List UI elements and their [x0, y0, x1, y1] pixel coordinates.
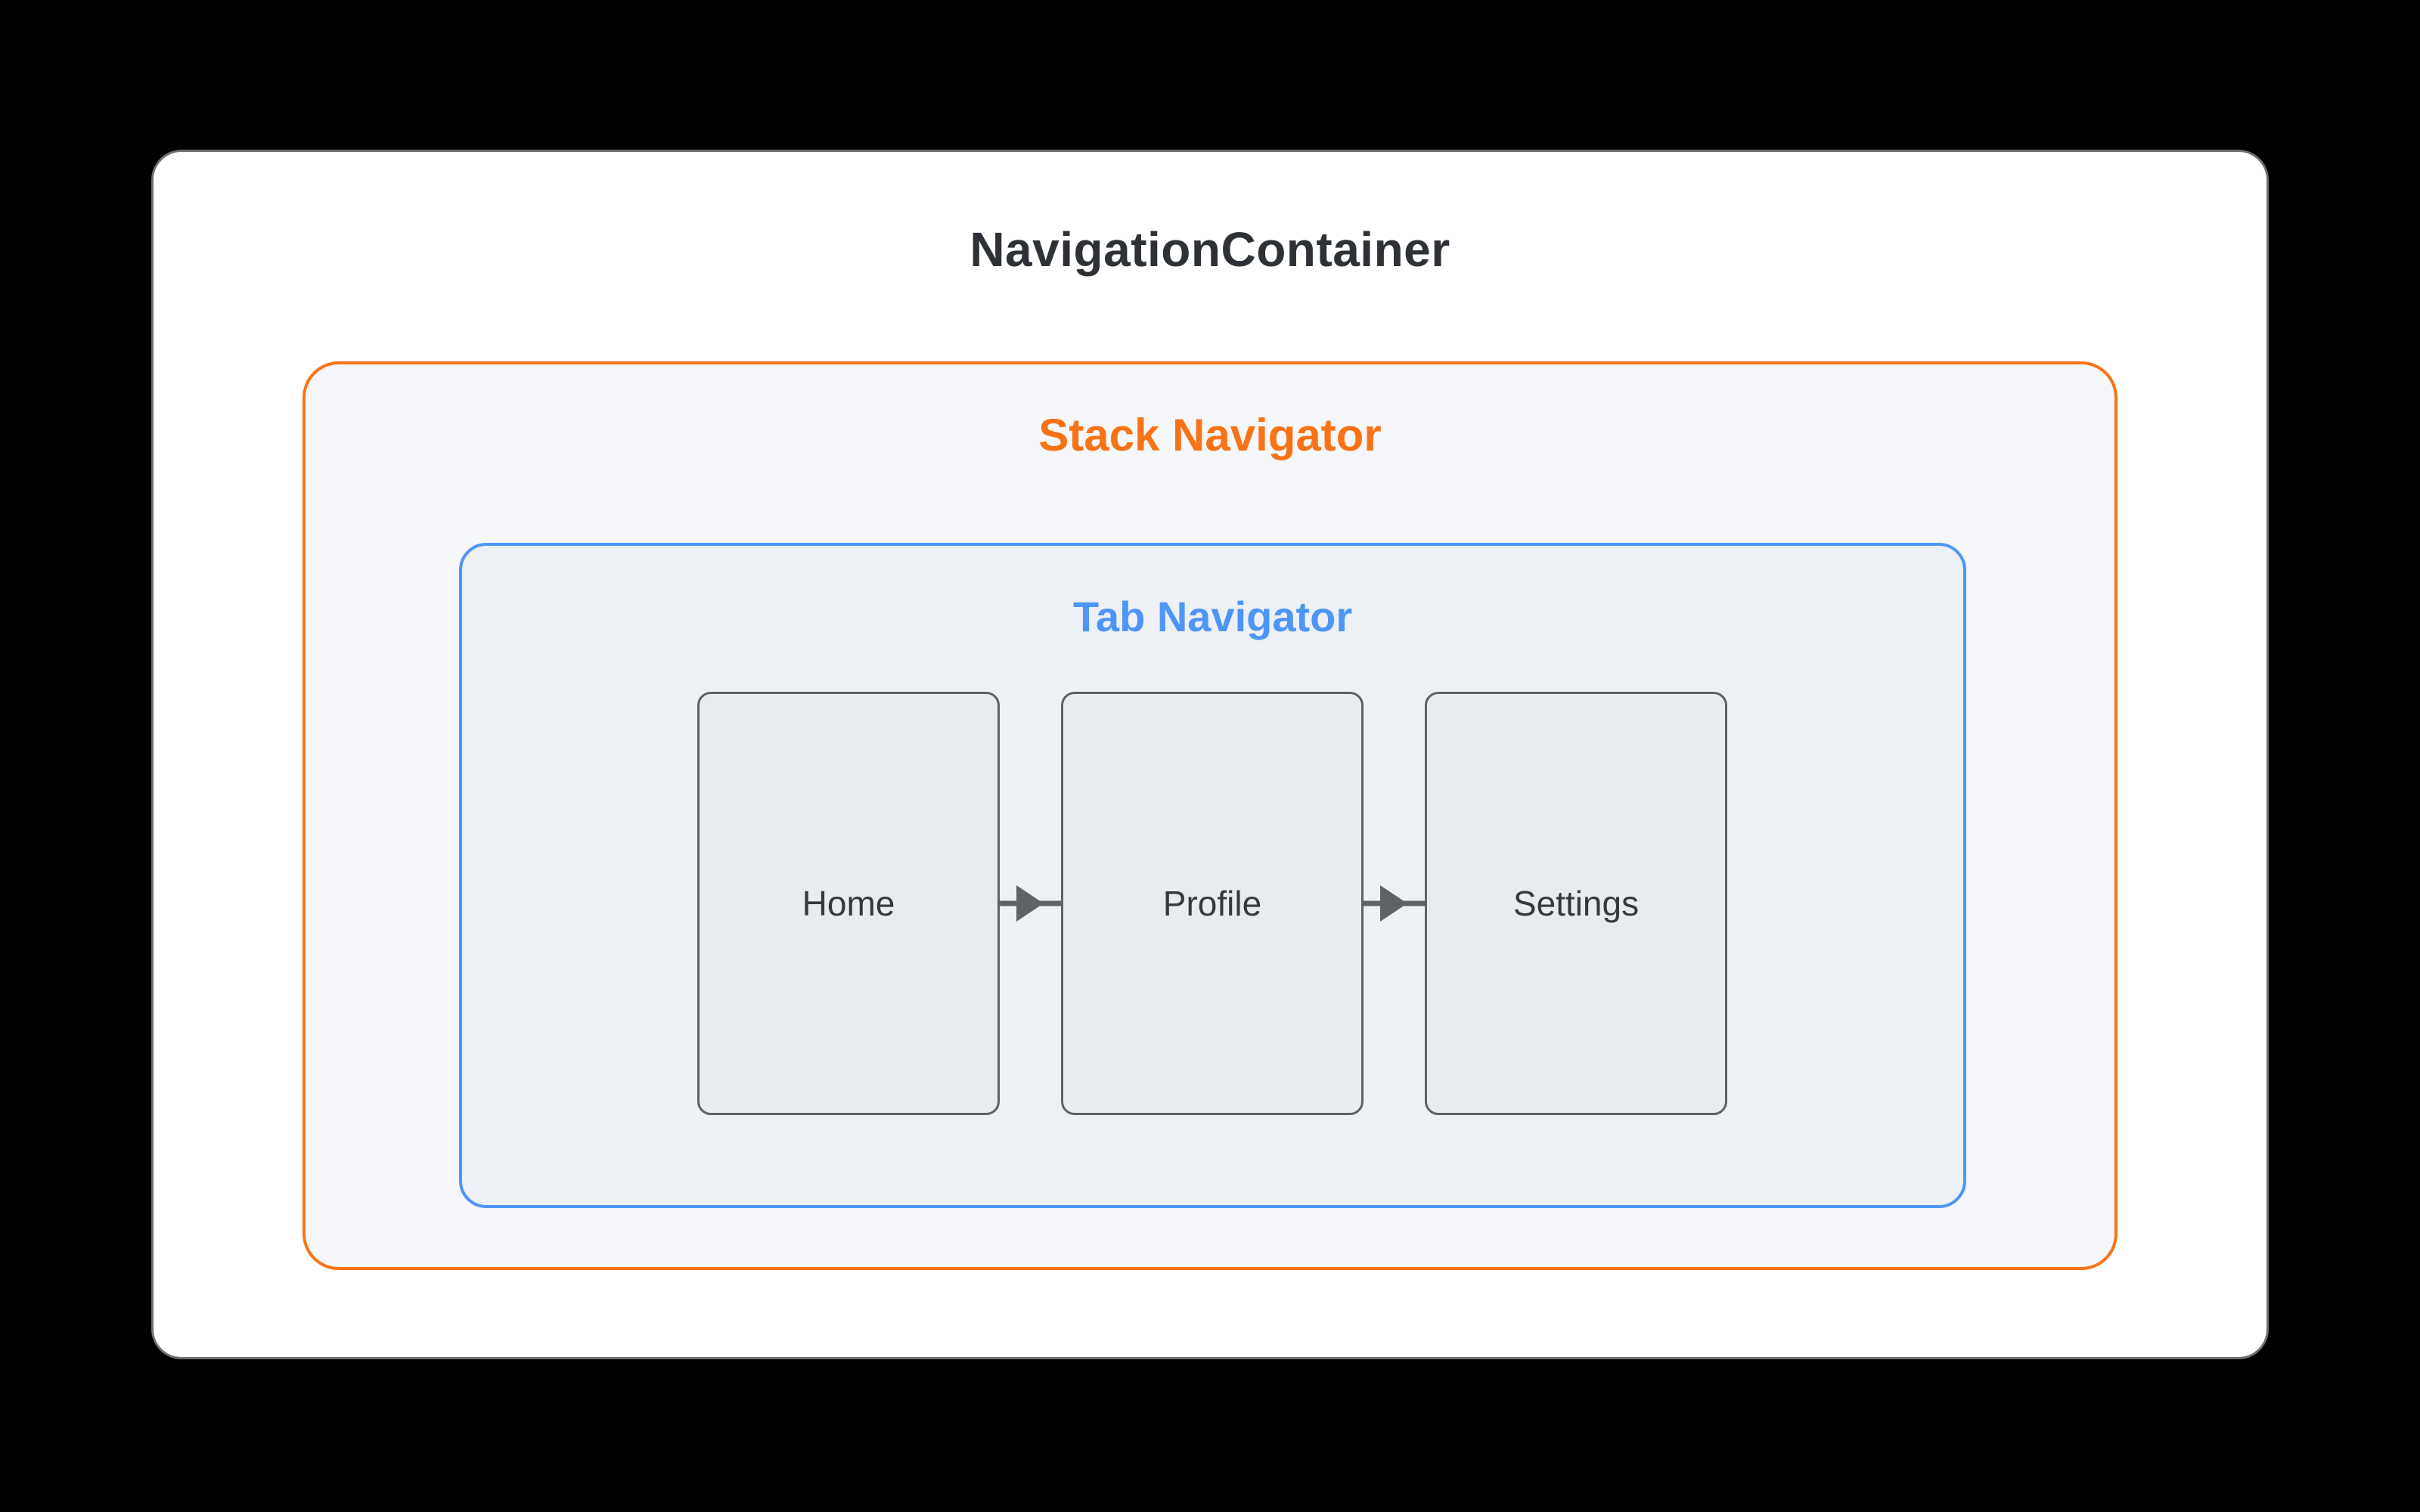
arrow-right-icon: [1000, 885, 1061, 922]
screen-settings-label: Settings: [1512, 884, 1640, 923]
screen-settings: Settings: [1425, 692, 1727, 1115]
stack-navigator-box: Stack Navigator Tab Navigator Home: [302, 361, 2118, 1270]
screens-row: Home Profile: [697, 692, 1727, 1115]
navigation-container-title: NavigationContainer: [970, 222, 1450, 277]
screen-profile: Profile: [1061, 692, 1364, 1115]
screen-profile-label: Profile: [1162, 884, 1262, 923]
arrow-right-icon: [1364, 885, 1425, 922]
stack-navigator-label: Stack Navigator: [1038, 410, 1382, 460]
arrow-profile-to-settings: [1364, 692, 1425, 1115]
screen-home: Home: [697, 692, 1000, 1115]
screen-home-label: Home: [802, 884, 895, 923]
tab-navigator-box: Tab Navigator Home Profile: [459, 543, 1966, 1208]
navigation-container-card: NavigationContainer Stack Navigator Tab …: [151, 150, 2269, 1359]
tab-navigator-label: Tab Navigator: [1072, 593, 1353, 640]
arrow-home-to-profile: [1000, 692, 1061, 1115]
